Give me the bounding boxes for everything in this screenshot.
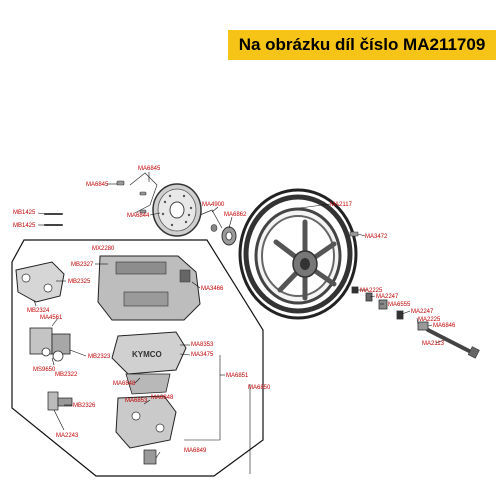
callout-ma6845-top: MA6845 xyxy=(138,166,161,172)
leader-lines xyxy=(33,172,445,474)
callout-ma6555: MA6555 xyxy=(388,302,411,308)
callout-ma2225-b: MA2225 xyxy=(418,317,441,323)
kymco-caliper: KYMCO xyxy=(111,331,187,395)
bleeder-valve xyxy=(47,391,73,411)
callout-mb2323: MB2323 xyxy=(88,354,111,360)
caliper-mount-bolts xyxy=(44,213,63,226)
callout-mb2324: MB2324 xyxy=(27,308,50,314)
callout-ma6848-left: MA6848 xyxy=(113,381,136,387)
callout-mb2325: MB2325 xyxy=(68,279,91,285)
callout-ma4900: MA4900 xyxy=(202,202,225,208)
callout-ma8353: MA8353 xyxy=(191,342,214,348)
part-callouts: MA6845 MA6845 MA6844 MA4900 MA6862 MA211… xyxy=(13,166,456,454)
callout-ma6844: MA6844 xyxy=(127,213,150,219)
part-number-banner: Na obrázku díl číslo MA211709 xyxy=(228,30,496,60)
valve-stem xyxy=(349,231,359,237)
callout-ma2113: MA2113 xyxy=(422,341,445,347)
callout-ma6862: MA6862 xyxy=(224,212,247,218)
callout-ma3475: MA3475 xyxy=(191,352,214,358)
callout-mx2280: MX2280 xyxy=(92,246,115,252)
callout-mb2322: MB2322 xyxy=(55,372,78,378)
callout-ma6850: MA6850 xyxy=(248,385,271,391)
caliper-bracket xyxy=(15,261,65,303)
callout-ma6848-low: MA6848 xyxy=(151,395,174,401)
disc-bolts xyxy=(116,180,147,214)
callout-ma2225-a: MA2225 xyxy=(360,288,383,294)
callout-ms9650: MS9650 xyxy=(33,367,56,373)
callout-ma2117: MA2117 xyxy=(330,202,353,208)
callout-mb1425-a: MB1425 xyxy=(13,210,36,216)
hub-seal xyxy=(210,224,237,246)
callout-ma2243: MA2243 xyxy=(56,433,79,439)
caliper-body xyxy=(97,255,201,321)
disc-bracket-lines xyxy=(129,172,223,229)
front-wheel xyxy=(238,188,358,320)
callout-ma6846: MA6846 xyxy=(433,323,456,329)
caliper-assembly-outline xyxy=(11,239,264,477)
callout-ma2247-a: MA2247 xyxy=(376,294,399,300)
callout-ma6851: MA6851 xyxy=(226,373,249,379)
callout-ma3466: MA3466 xyxy=(201,286,224,292)
caliper-logo: KYMCO xyxy=(132,350,162,359)
callout-ma4561: MA4561 xyxy=(40,315,63,321)
axle-bolt xyxy=(426,328,480,359)
caliper-pistons xyxy=(29,327,71,362)
lower-caliper-bracket xyxy=(115,395,177,465)
callout-ma2247-b: MA2247 xyxy=(411,309,434,315)
callout-mb1425-b: MB1425 xyxy=(13,223,36,229)
callout-mb2326: MB2326 xyxy=(73,403,96,409)
callout-ma3472: MA3472 xyxy=(365,234,388,240)
callout-ma6849: MA6849 xyxy=(184,448,207,454)
axle-spacers xyxy=(351,286,429,331)
callout-ma6845-left: MA6845 xyxy=(86,182,109,188)
brake-disc xyxy=(152,183,202,237)
callout-ma6853: MA6853 xyxy=(125,398,148,404)
callout-mb2327: MB2327 xyxy=(71,262,94,268)
